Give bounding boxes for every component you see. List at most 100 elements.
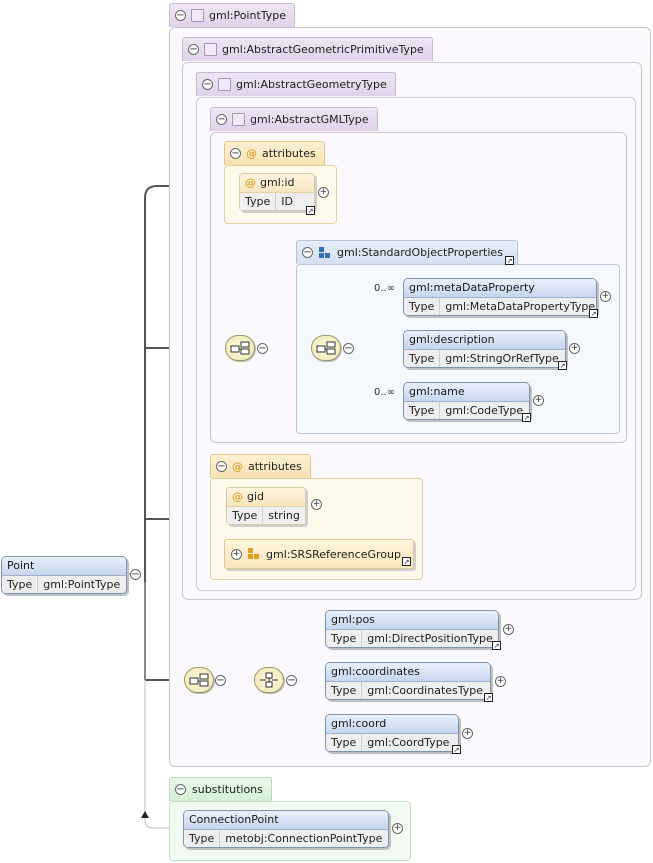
complex-type-icon (232, 113, 245, 126)
type-link-icon[interactable]: ↗ (452, 745, 461, 754)
type-label: Type (326, 630, 363, 647)
collapse-icon[interactable]: − (216, 460, 227, 472)
complex-type-icon (191, 9, 204, 22)
element-name: gml:coordinates (326, 663, 490, 682)
element-name: gml:metaDataProperty (404, 279, 596, 298)
type-value: ID (281, 195, 293, 208)
expand-icon[interactable]: + (569, 343, 580, 354)
type-link-icon[interactable]: ↗ (484, 693, 493, 702)
type-link-icon[interactable]: ↗ (558, 361, 567, 370)
sequence-icon (316, 341, 336, 355)
attribute-name: gml:id (260, 176, 295, 189)
type-label: Type (2, 576, 39, 593)
element-name: Point (2, 557, 126, 576)
type-label: Type (404, 350, 441, 367)
substitutions-header: − substitutions (169, 777, 272, 801)
sequence-compositor[interactable] (311, 335, 341, 361)
type-value: gml:CoordType (367, 736, 450, 749)
attribute-name: gid (247, 490, 265, 503)
expand-icon[interactable]: + (318, 187, 329, 198)
collapse-icon[interactable]: − (215, 674, 226, 686)
connection-point-element[interactable]: ConnectionPoint Type metobj:ConnectionPoi… (183, 810, 389, 848)
srs-reference-group[interactable]: + gml:SRSReferenceGroup (224, 539, 414, 569)
collapse-icon[interactable]: − (216, 113, 227, 125)
type-link-icon[interactable]: ↗ (492, 641, 501, 650)
expand-icon[interactable]: + (533, 395, 544, 406)
geometry-type-header: − gml:AbstractGeometryType (196, 72, 396, 96)
element-name: gml:pos (326, 611, 498, 630)
expand-icon[interactable]: + (495, 676, 506, 687)
coordinates-element[interactable]: gml:coordinates Type gml:CoordinatesType (325, 662, 491, 700)
type-link-icon[interactable]: ↗ (306, 206, 315, 215)
occurrence-label: 0..∞ (374, 283, 396, 294)
type-label: Type (404, 298, 441, 315)
type-value: gml:CodeType (445, 404, 524, 417)
type-link-icon[interactable]: ↗ (589, 309, 598, 318)
collapse-icon[interactable]: − (188, 43, 199, 55)
type-value: string (268, 509, 300, 522)
element-name: gml:name (404, 383, 529, 402)
type-label: Type (184, 830, 221, 847)
sequence-icon (230, 341, 250, 355)
meta-data-property-element[interactable]: gml:metaDataProperty Type gml:MetaDataPro… (403, 278, 597, 316)
element-name: ConnectionPoint (184, 811, 388, 830)
type-label: Type (227, 507, 264, 524)
type-value: gml:StringOrRefType (445, 352, 559, 365)
element-name: gml:coord (326, 715, 458, 734)
collapse-icon[interactable]: − (230, 147, 241, 159)
expand-icon[interactable]: + (392, 823, 403, 834)
sequence-compositor[interactable] (184, 667, 214, 693)
complex-type-icon (204, 43, 217, 56)
expand-icon[interactable]: + (503, 624, 514, 635)
expand-icon[interactable]: + (311, 499, 322, 510)
gid-attribute[interactable]: @ gid Type string (226, 487, 306, 525)
attributes-header: − @ attributes (210, 454, 311, 478)
gml-type-label: gml:AbstractGMLType (250, 113, 369, 126)
expand-icon[interactable]: + (231, 548, 242, 560)
collapse-icon[interactable]: − (175, 783, 186, 795)
group-icon (319, 246, 330, 258)
expand-icon[interactable]: + (600, 291, 611, 302)
attribute-group-icon (248, 548, 259, 559)
choice-compositor[interactable] (254, 667, 284, 693)
collapse-icon[interactable]: − (343, 342, 354, 354)
attribute-icon: @ (232, 460, 243, 473)
attribute-icon: @ (245, 176, 256, 189)
gml-type-header: − gml:AbstractGMLType (210, 107, 378, 131)
collapse-icon[interactable]: − (302, 246, 313, 258)
type-value: gml:CoordinatesType (367, 684, 484, 697)
attribute-icon: @ (232, 490, 243, 503)
point-type-label: gml:PointType (209, 9, 287, 22)
type-value: metobj:ConnectionPointType (225, 832, 383, 845)
attributes-label: attributes (262, 147, 316, 160)
attributes-label: attributes (248, 460, 302, 473)
pos-element[interactable]: gml:pos Type gml:DirectPositionType (325, 610, 499, 648)
type-label: Type (326, 682, 363, 699)
type-link-icon[interactable]: ↗ (505, 256, 514, 265)
complex-type-icon (218, 78, 231, 91)
type-value: gml:DirectPositionType (367, 632, 493, 645)
collapse-icon[interactable]: − (202, 78, 213, 90)
collapse-icon[interactable]: − (286, 674, 297, 686)
occurrence-label: 0..∞ (374, 387, 396, 398)
standard-group-label: gml:StandardObjectProperties (337, 246, 503, 259)
type-link-icon[interactable]: ↗ (522, 413, 531, 422)
collapse-icon[interactable]: − (257, 342, 268, 354)
primitive-type-label: gml:AbstractGeometricPrimitiveType (222, 43, 424, 56)
standard-group-header: − gml:StandardObjectProperties (296, 240, 518, 264)
collapse-icon[interactable]: − (175, 9, 186, 21)
sequence-compositor[interactable] (225, 335, 255, 361)
collapse-icon[interactable]: − (130, 568, 141, 580)
srs-group-label: gml:SRSReferenceGroup (266, 547, 401, 561)
attribute-icon: @ (246, 147, 257, 160)
type-link-icon[interactable]: ↗ (402, 557, 411, 566)
type-value: gml:MetaDataPropertyType (445, 300, 596, 313)
geometry-type-label: gml:AbstractGeometryType (236, 78, 387, 91)
attributes-header: − @ attributes (224, 141, 325, 165)
expand-icon[interactable]: + (462, 728, 473, 739)
